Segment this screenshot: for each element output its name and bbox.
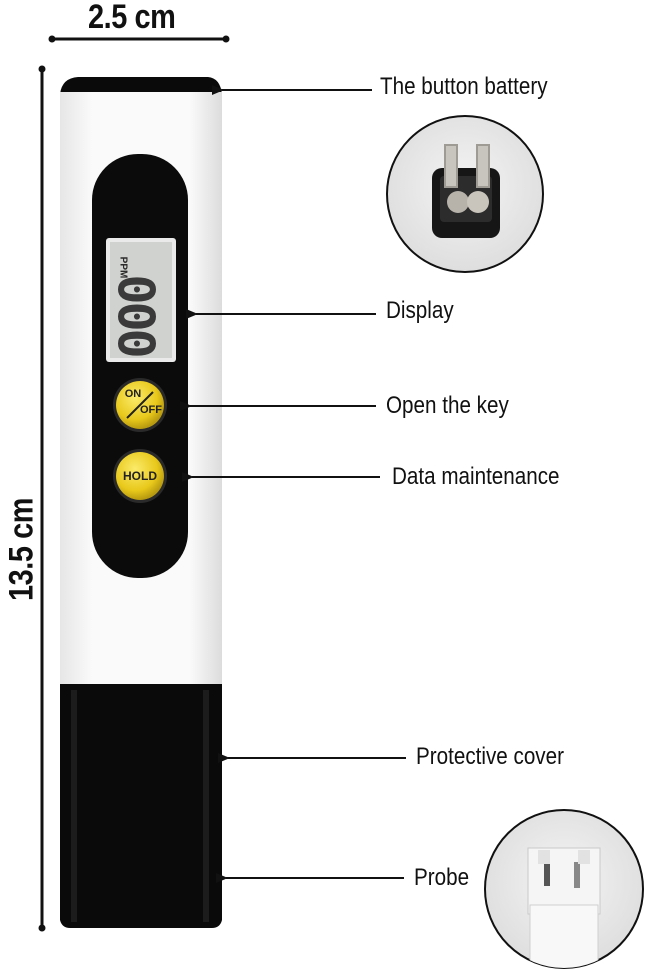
callout-arrows — [180, 85, 406, 883]
battery-photo — [386, 115, 544, 273]
callout-key: Open the key — [386, 392, 509, 419]
protective-cover-shape — [60, 684, 222, 928]
callout-battery: The button battery — [380, 73, 548, 100]
hold-button-label: HOLD — [123, 469, 157, 483]
lcd-digits: 000 — [106, 274, 165, 356]
height-label: 13.5 cm — [2, 497, 41, 602]
battery-cap — [60, 77, 222, 94]
callout-data: Data maintenance — [392, 463, 560, 490]
power-button-off-label: OFF — [140, 404, 162, 416]
height-dimension-line — [38, 65, 46, 932]
probe-photo — [484, 809, 644, 969]
width-label: 2.5 cm — [88, 0, 176, 36]
callout-cover: Protective cover — [416, 743, 564, 770]
width-dimension-line — [48, 35, 230, 43]
power-button-on-label: ON — [124, 388, 142, 400]
callout-display: Display — [386, 297, 454, 324]
control-panel — [92, 154, 188, 578]
lcd-screen — [110, 242, 172, 358]
meter-body — [60, 77, 222, 928]
callout-probe: Probe — [414, 864, 470, 891]
